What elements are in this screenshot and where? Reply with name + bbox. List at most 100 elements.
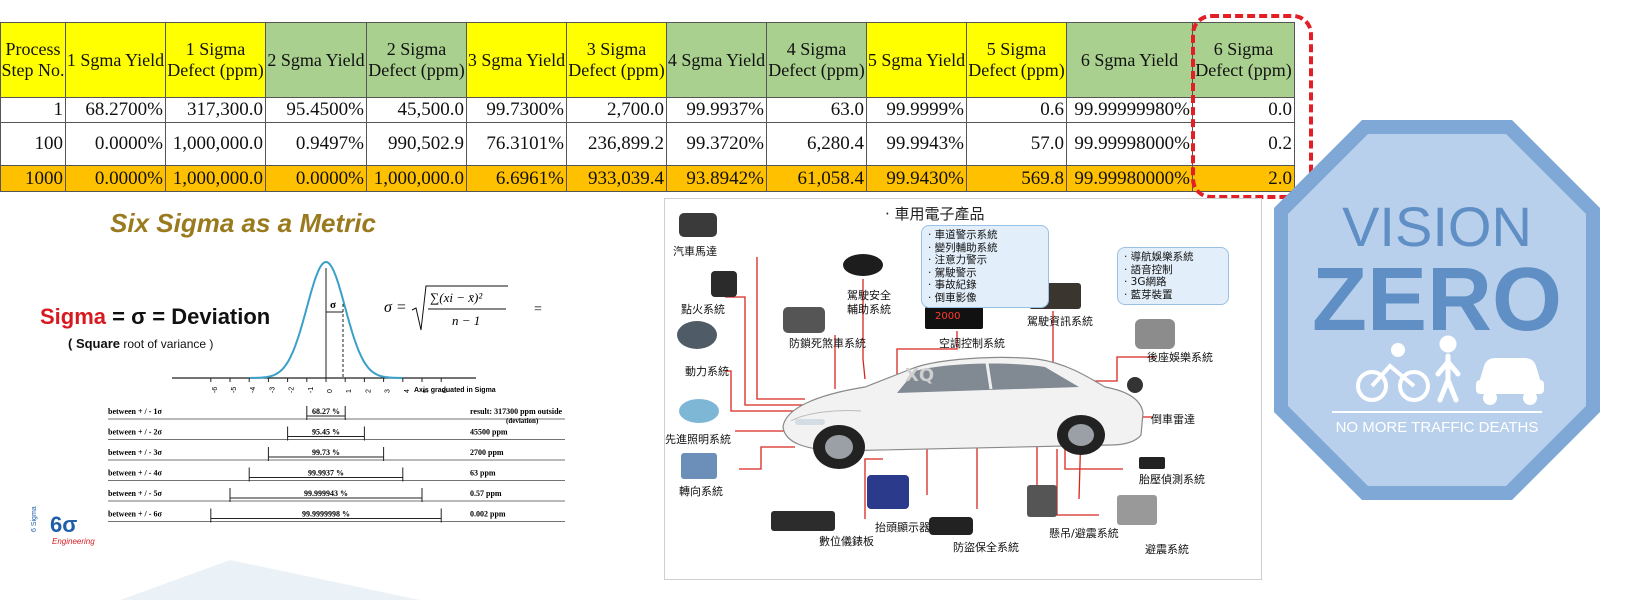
- interval-ppm: result: 317300 ppm outside: [470, 407, 563, 416]
- normal-distribution-curve: [249, 260, 403, 379]
- interval-ppm: 45500 ppm: [470, 428, 508, 437]
- table-cell: 0.0000%: [65, 122, 166, 166]
- label-safety-2: 輔助系統: [847, 303, 891, 316]
- header-1-sigma-defect: 1 Sigma Defect (ppm): [165, 22, 266, 98]
- table-cell: 99.9999%: [866, 97, 967, 123]
- header-1-sigma-yield: 1 Sgma Yield: [65, 22, 166, 98]
- infotainment-features-bubble: · 導航娛樂系統 · 語音控制 · 3G網路 · 藍芽裝置: [1117, 247, 1229, 305]
- sigma-subtitle-rest: root of variance ): [120, 337, 214, 351]
- axis-tick-label: -1: [308, 387, 315, 393]
- label-steering: 轉向系統: [679, 485, 723, 498]
- axis-tick-label: 5: [423, 389, 430, 393]
- bubble-item: · 注意力警示: [928, 254, 988, 266]
- table-cell: 99.99998000%: [1066, 122, 1193, 166]
- label-rear-entertainment: 後座娛樂系統: [1147, 351, 1213, 364]
- table-cell: 1000: [0, 165, 66, 192]
- formula-numerator: ∑(xi − x̄)²: [430, 290, 483, 305]
- interval-label: between + / - 2σ: [108, 428, 162, 437]
- vision-zero-sign: VISION ZERO NO MORE TRAFFIC DEATHS: [1274, 120, 1600, 500]
- table-header-row: Process Step No. 1 Sgma Yield 1 Sigma De…: [0, 22, 1295, 98]
- axis-tick-label: -6: [212, 387, 219, 393]
- axis-caption: Axis graduated in Sigma: [414, 387, 496, 394]
- interval-ppm: 0.57 ppm: [470, 489, 502, 498]
- table-cell: 45,500.0: [366, 97, 467, 123]
- label-motor: 汽車馬達: [673, 245, 717, 258]
- bubble-item: · 事故紀錄: [928, 279, 977, 291]
- car-diagram: [677, 213, 1175, 535]
- table-row: 1 68.2700% 317,300.0 95.4500% 45,500.0 9…: [0, 97, 1295, 123]
- automotive-title: · 車用電子產品: [885, 205, 985, 223]
- axis-tick-label: -3: [269, 387, 276, 393]
- six-sigma-logo: 6 Sigma 6σ Engineering: [31, 506, 95, 546]
- table-cell: 99.9430%: [866, 165, 967, 192]
- header-4-sigma-defect: 4 Sigma Defect (ppm): [766, 22, 867, 98]
- label-ignition: 點火系統: [681, 303, 725, 316]
- interval-label: between + / - 1σ: [108, 407, 162, 416]
- label-shock: 避震系統: [1145, 543, 1189, 556]
- vision-text: VISION: [1342, 195, 1532, 258]
- dashed-highlight-box: [1191, 14, 1313, 199]
- table-cell: 1,000,000.0: [366, 165, 467, 192]
- bicycle-icon: [1356, 343, 1430, 402]
- label-hud: 抬頭顯示器: [875, 521, 930, 534]
- interval-label: between + / - 6σ: [108, 510, 162, 519]
- interval-note: (deviation): [506, 417, 539, 425]
- six-sigma-table: Process Step No. 1 Sgma Yield 1 Sigma De…: [0, 22, 1295, 192]
- interval-ppm: 0.002 ppm: [470, 510, 506, 519]
- table-cell: 1: [0, 97, 66, 123]
- ac-display: 2000: [935, 311, 961, 322]
- interval-label: between + / - 3σ: [108, 448, 162, 457]
- label-ac: 空調控制系統: [939, 337, 1005, 350]
- label-dashboard: 數位儀錶板: [819, 535, 874, 548]
- interval-percent: 68.27 %: [312, 407, 340, 416]
- header-6-sigma-defect: 6 Sigma Defect (ppm): [1192, 22, 1295, 98]
- table-cell: 99.99999980%: [1066, 97, 1193, 123]
- bubble-item: · 導航娛樂系統: [1124, 251, 1194, 263]
- table-cell: 990,502.9: [366, 122, 467, 166]
- table-cell: 933,039.4: [566, 165, 667, 192]
- formula-equals: =: [534, 302, 542, 317]
- table-cell: 61,058.4: [766, 165, 867, 192]
- pedestrian-icon: [1435, 335, 1461, 403]
- sigma-definition: Sigma = σ = Deviation: [40, 304, 270, 330]
- sigma-definition-rest: = σ = Deviation: [106, 304, 271, 329]
- axis-tick-label: 4: [404, 389, 411, 393]
- table-cell: 317,300.0: [165, 97, 266, 123]
- table-cell: 1,000,000.0: [165, 122, 266, 166]
- header-6-sigma-yield: 6 Sgma Yield: [1066, 22, 1193, 98]
- table-cell: 99.9937%: [666, 97, 767, 123]
- table-cell: 569.8: [966, 165, 1067, 192]
- header-3-sigma-yield: 3 Sgma Yield: [466, 22, 567, 98]
- table-cell: 95.4500%: [265, 97, 367, 123]
- sigma-word: Sigma: [40, 304, 107, 329]
- table-cell: 0.0: [1192, 97, 1295, 123]
- safety-features-bubble: · 車道警示系統 · 變列輔助系統 · 注意力警示 · 駕駛警示 · 事故紀錄 …: [921, 225, 1049, 308]
- sigma-mark: σ: [330, 299, 336, 311]
- sigma-subtitle: ( Square root of variance ): [68, 336, 213, 351]
- automotive-electronics-panel: · 車用電子產品 XQ · 車道警示系統 · 變列輔助系統 · 注意力警示 · …: [664, 198, 1262, 580]
- formula-denominator: n − 1: [452, 313, 480, 328]
- axis-tick-label: 3: [385, 389, 392, 393]
- axis-tick-label: -5: [231, 387, 238, 393]
- header-4-sigma-yield: 4 Sgma Yield: [666, 22, 767, 98]
- logo-side-text: 6 Sigma: [31, 506, 38, 532]
- axis-tick-label: -4: [250, 387, 257, 393]
- header-3-sigma-defect: 3 Sigma Defect (ppm): [566, 22, 667, 98]
- bubble-item: · 車道警示系統: [928, 229, 998, 241]
- label-radar: 倒車雷達: [1151, 413, 1195, 426]
- interval-row: between + / - 1σ 68.27 % result: 317300 pp…: [108, 406, 565, 425]
- label-lighting: 先進照明系統: [665, 433, 731, 446]
- header-process-step: Process Step No.: [0, 22, 66, 98]
- table-cell: 76.3101%: [466, 122, 567, 166]
- table-cell: 63.0: [766, 97, 867, 123]
- table-cell: 0.9497%: [265, 122, 367, 166]
- decorative-stripe: [120, 560, 420, 600]
- table-cell: 100: [0, 122, 66, 166]
- label-safety: 駕駛安全: [847, 289, 891, 302]
- table-cell: 99.7300%: [466, 97, 567, 123]
- bubble-item: · 語音控制: [1124, 263, 1173, 276]
- interval-percent: 99.73 %: [312, 448, 340, 457]
- bubble-item: · 駕駛警示: [928, 266, 977, 279]
